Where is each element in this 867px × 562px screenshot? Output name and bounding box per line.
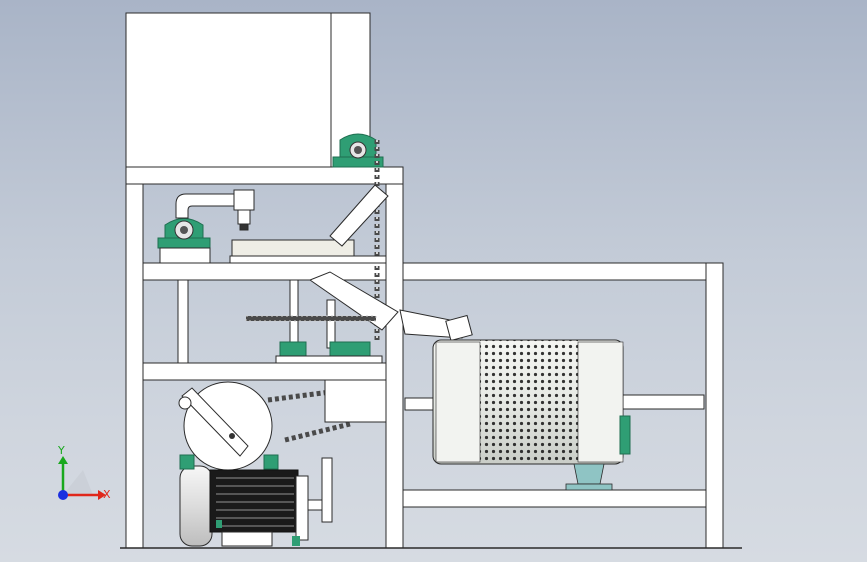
coordinate-triad — [58, 456, 106, 500]
belt-wheel — [178, 381, 273, 471]
diagonal-chute-lower — [308, 271, 473, 342]
sprocket-assembly — [245, 279, 383, 364]
frame-beam-top — [125, 166, 404, 185]
elbow-pipe — [175, 189, 255, 231]
frame-beam-right-bottom — [402, 489, 707, 508]
top-bearing — [332, 133, 384, 168]
drum-shaft — [404, 394, 705, 411]
triad-y-label: Y — [58, 444, 65, 457]
hopper-box — [125, 12, 371, 168]
drum-pedestal — [565, 463, 613, 491]
frame-post-middle — [385, 166, 404, 549]
lower-block — [324, 379, 387, 423]
perforated-drum — [432, 339, 631, 465]
frame-post-left — [125, 166, 144, 549]
motor — [179, 454, 333, 547]
lower-chain — [267, 389, 351, 443]
diagonal-chute-upper — [329, 184, 389, 247]
triad-x-label: X — [103, 488, 111, 501]
disc-platform — [229, 239, 387, 264]
frame-beam-third — [142, 362, 387, 381]
frame-beam-right-top — [402, 262, 724, 281]
frame-beam-second — [142, 262, 387, 281]
frame-support-small — [177, 279, 189, 364]
upper-left-bearing — [157, 218, 211, 264]
frame-post-right — [705, 262, 724, 549]
